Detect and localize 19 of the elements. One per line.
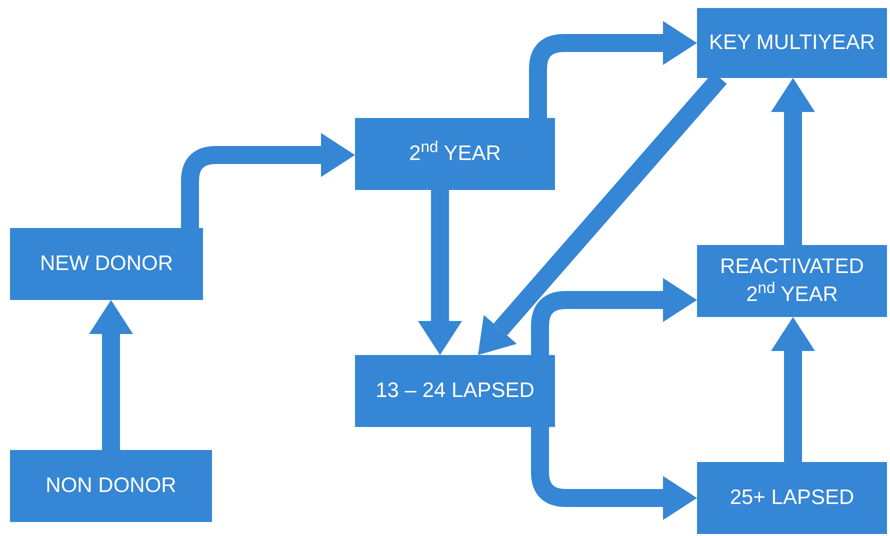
process-box	[355, 355, 555, 427]
box-label: 13 – 24 LAPSED	[376, 378, 534, 404]
box-label: 25+ LAPSED	[730, 485, 854, 511]
box-label: KEY MULTIYEAR	[708, 30, 876, 56]
box-label: REACTIVATED 2$^{nd}$ YEAR	[719, 254, 865, 308]
process-box	[355, 118, 555, 190]
process-box	[697, 8, 887, 78]
process-box	[697, 462, 887, 534]
process-box	[10, 228, 203, 300]
box-label: NEW DONOR	[40, 251, 173, 277]
arrow	[531, 278, 697, 355]
arrow	[771, 78, 815, 245]
process-box	[10, 450, 212, 522]
box-label: 2$^{nd}$ YEAR	[409, 140, 501, 167]
box-label: NON DONOR	[46, 473, 176, 499]
process-box	[697, 245, 887, 317]
arrow	[418, 190, 462, 355]
arrow	[771, 317, 815, 462]
arrow	[89, 300, 133, 450]
